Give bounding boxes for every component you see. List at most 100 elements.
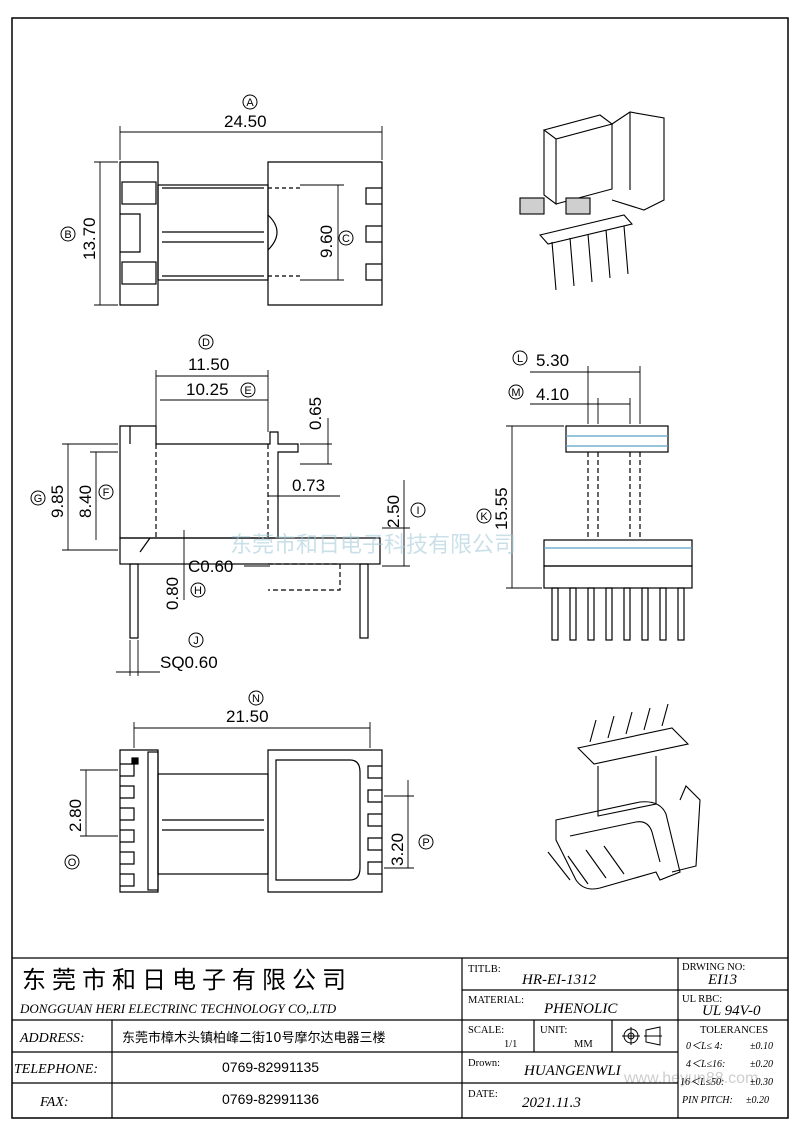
address-value: 东莞市樟木头镇柏峰二街10号摩尔达电器三楼 xyxy=(122,1030,386,1046)
dim-065-text: 0.65 xyxy=(306,397,325,430)
tol2-value: ±0.20 xyxy=(750,1059,773,1070)
dim-b-text: 13.70 xyxy=(80,217,99,260)
dim-i-text: 2.50 xyxy=(384,495,403,528)
letter-circle-h: H xyxy=(190,582,206,598)
telephone-value: 0769-82991135 xyxy=(222,1059,319,1075)
svg-text:P: P xyxy=(422,837,429,849)
date-label: DATE: xyxy=(468,1089,498,1100)
letter-circle-j: J xyxy=(188,632,204,648)
dim-l-text: 5.30 xyxy=(536,351,569,370)
front-view xyxy=(119,425,381,639)
address-label: ADDRESS: xyxy=(19,1031,85,1046)
unit-value: MM xyxy=(574,1039,593,1050)
pin-pitch-value: ±0.20 xyxy=(746,1095,769,1106)
tol3-value: ±0.30 xyxy=(750,1077,773,1088)
letter-circle-e: E xyxy=(240,382,256,398)
drawn-value: HUANGENWLI xyxy=(523,1063,622,1079)
svg-text:I: I xyxy=(416,505,419,517)
svg-text:G: G xyxy=(34,493,43,505)
scale-label: SCALE: xyxy=(468,1025,504,1036)
drawn-label: Drown: xyxy=(468,1058,500,1069)
fax-label: FAX: xyxy=(39,1095,69,1110)
dim-j-text: SQ0.60 xyxy=(160,653,218,672)
front-view-dims xyxy=(62,370,410,676)
sheet-border xyxy=(11,17,789,1119)
dim-o-text: 2.80 xyxy=(66,799,85,832)
projection-symbol-icon xyxy=(622,1026,662,1046)
dim-f-text: 8.40 xyxy=(76,485,95,518)
dim-m-text: 4.10 xyxy=(536,385,569,404)
dim-c-text: 9.60 xyxy=(317,225,336,258)
ul-value: UL 94V-0 xyxy=(702,1003,761,1019)
dim-letter-markers: A B C D E G F I H J L M K N O P xyxy=(30,94,528,870)
pin-pitch-label: PIN PITCH: xyxy=(681,1095,733,1106)
title-block xyxy=(12,957,788,1118)
letter-circle-c: C xyxy=(338,230,354,246)
company-name-cn: 东莞市和日电子有限公司 xyxy=(22,966,352,994)
svg-text:K: K xyxy=(480,511,488,523)
tol3-range: 16＜L≤50: xyxy=(680,1077,724,1088)
tol1-value: ±0.10 xyxy=(750,1041,773,1052)
company-name-en: DONGGUAN HERI ELECTRINC TECHNOLOGY CO,.L… xyxy=(19,1001,337,1016)
iso-view-bottom xyxy=(547,703,701,890)
svg-text:A: A xyxy=(246,97,254,109)
letter-circle-d: D xyxy=(198,334,214,350)
letter-circle-f: F xyxy=(98,484,114,500)
top-view xyxy=(119,161,383,306)
dim-g-text: 9.85 xyxy=(48,485,67,518)
drawing-no-label: DRWING NO: xyxy=(682,962,745,973)
dim-a-text: 24.50 xyxy=(224,112,267,131)
letter-circle-k: K xyxy=(476,508,492,524)
title-value: HR-EI-1312 xyxy=(521,972,597,988)
letter-circle-l: L xyxy=(512,350,528,366)
bottom-view-dims xyxy=(80,722,414,869)
unit-label: UNIT: xyxy=(540,1025,568,1036)
letter-circle-o: O xyxy=(64,854,80,870)
svg-text:B: B xyxy=(64,229,71,241)
tolerances-label: TOLERANCES xyxy=(700,1025,768,1036)
scale-value: 1/1 xyxy=(504,1039,517,1050)
fax-value: 0769-82991136 xyxy=(222,1091,319,1107)
svg-text:E: E xyxy=(244,385,251,397)
letter-circle-g: G xyxy=(30,490,46,506)
tol1-range: 0＜L≤ 4: xyxy=(686,1041,723,1052)
telephone-label: TELEPHONE: xyxy=(14,1062,98,1077)
dim-073-text: 0.73 xyxy=(292,476,325,495)
dim-d-text: 11.50 xyxy=(188,355,229,374)
letter-circle-p: P xyxy=(418,834,434,850)
svg-text:M: M xyxy=(511,387,520,399)
title-label: TITLB: xyxy=(468,964,501,975)
ul-label: UL RBC: xyxy=(682,994,722,1005)
tol2-range: 4＜L≤16: xyxy=(686,1059,725,1070)
dim-h-text: 0.80 xyxy=(163,577,182,610)
letter-circle-a: A xyxy=(242,94,258,110)
drawing-no-value: EI13 xyxy=(707,972,737,988)
letter-circle-n: N xyxy=(248,690,264,706)
top-view-dims xyxy=(94,126,383,306)
svg-text:H: H xyxy=(194,585,202,597)
material-label: MATERIAL: xyxy=(468,995,524,1006)
bottom-view xyxy=(119,749,383,893)
letter-circle-b: B xyxy=(60,226,76,242)
material-value: PHENOLIC xyxy=(543,1001,618,1017)
svg-text:F: F xyxy=(103,487,110,499)
svg-text:D: D xyxy=(202,337,210,349)
dim-p-text: 3.20 xyxy=(388,833,407,866)
svg-text:O: O xyxy=(68,857,77,869)
svg-text:C: C xyxy=(342,233,350,245)
dim-c060-text: C0.60 xyxy=(188,557,233,576)
letter-circle-m: M xyxy=(508,384,524,400)
dim-n-text: 21.50 xyxy=(226,707,269,726)
svg-text:L: L xyxy=(517,353,523,365)
letter-circle-i: I xyxy=(410,502,426,518)
side-view-dims xyxy=(506,366,641,589)
dim-k-text: 15.55 xyxy=(492,487,511,530)
svg-text:J: J xyxy=(193,635,199,647)
side-view xyxy=(543,425,693,641)
dim-e-text: 10.25 xyxy=(186,380,229,399)
iso-view-top xyxy=(519,111,665,291)
date-value: 2021.11.3 xyxy=(522,1095,581,1111)
watermark-company: 东莞市和日电子科技有限公司 xyxy=(230,533,516,558)
